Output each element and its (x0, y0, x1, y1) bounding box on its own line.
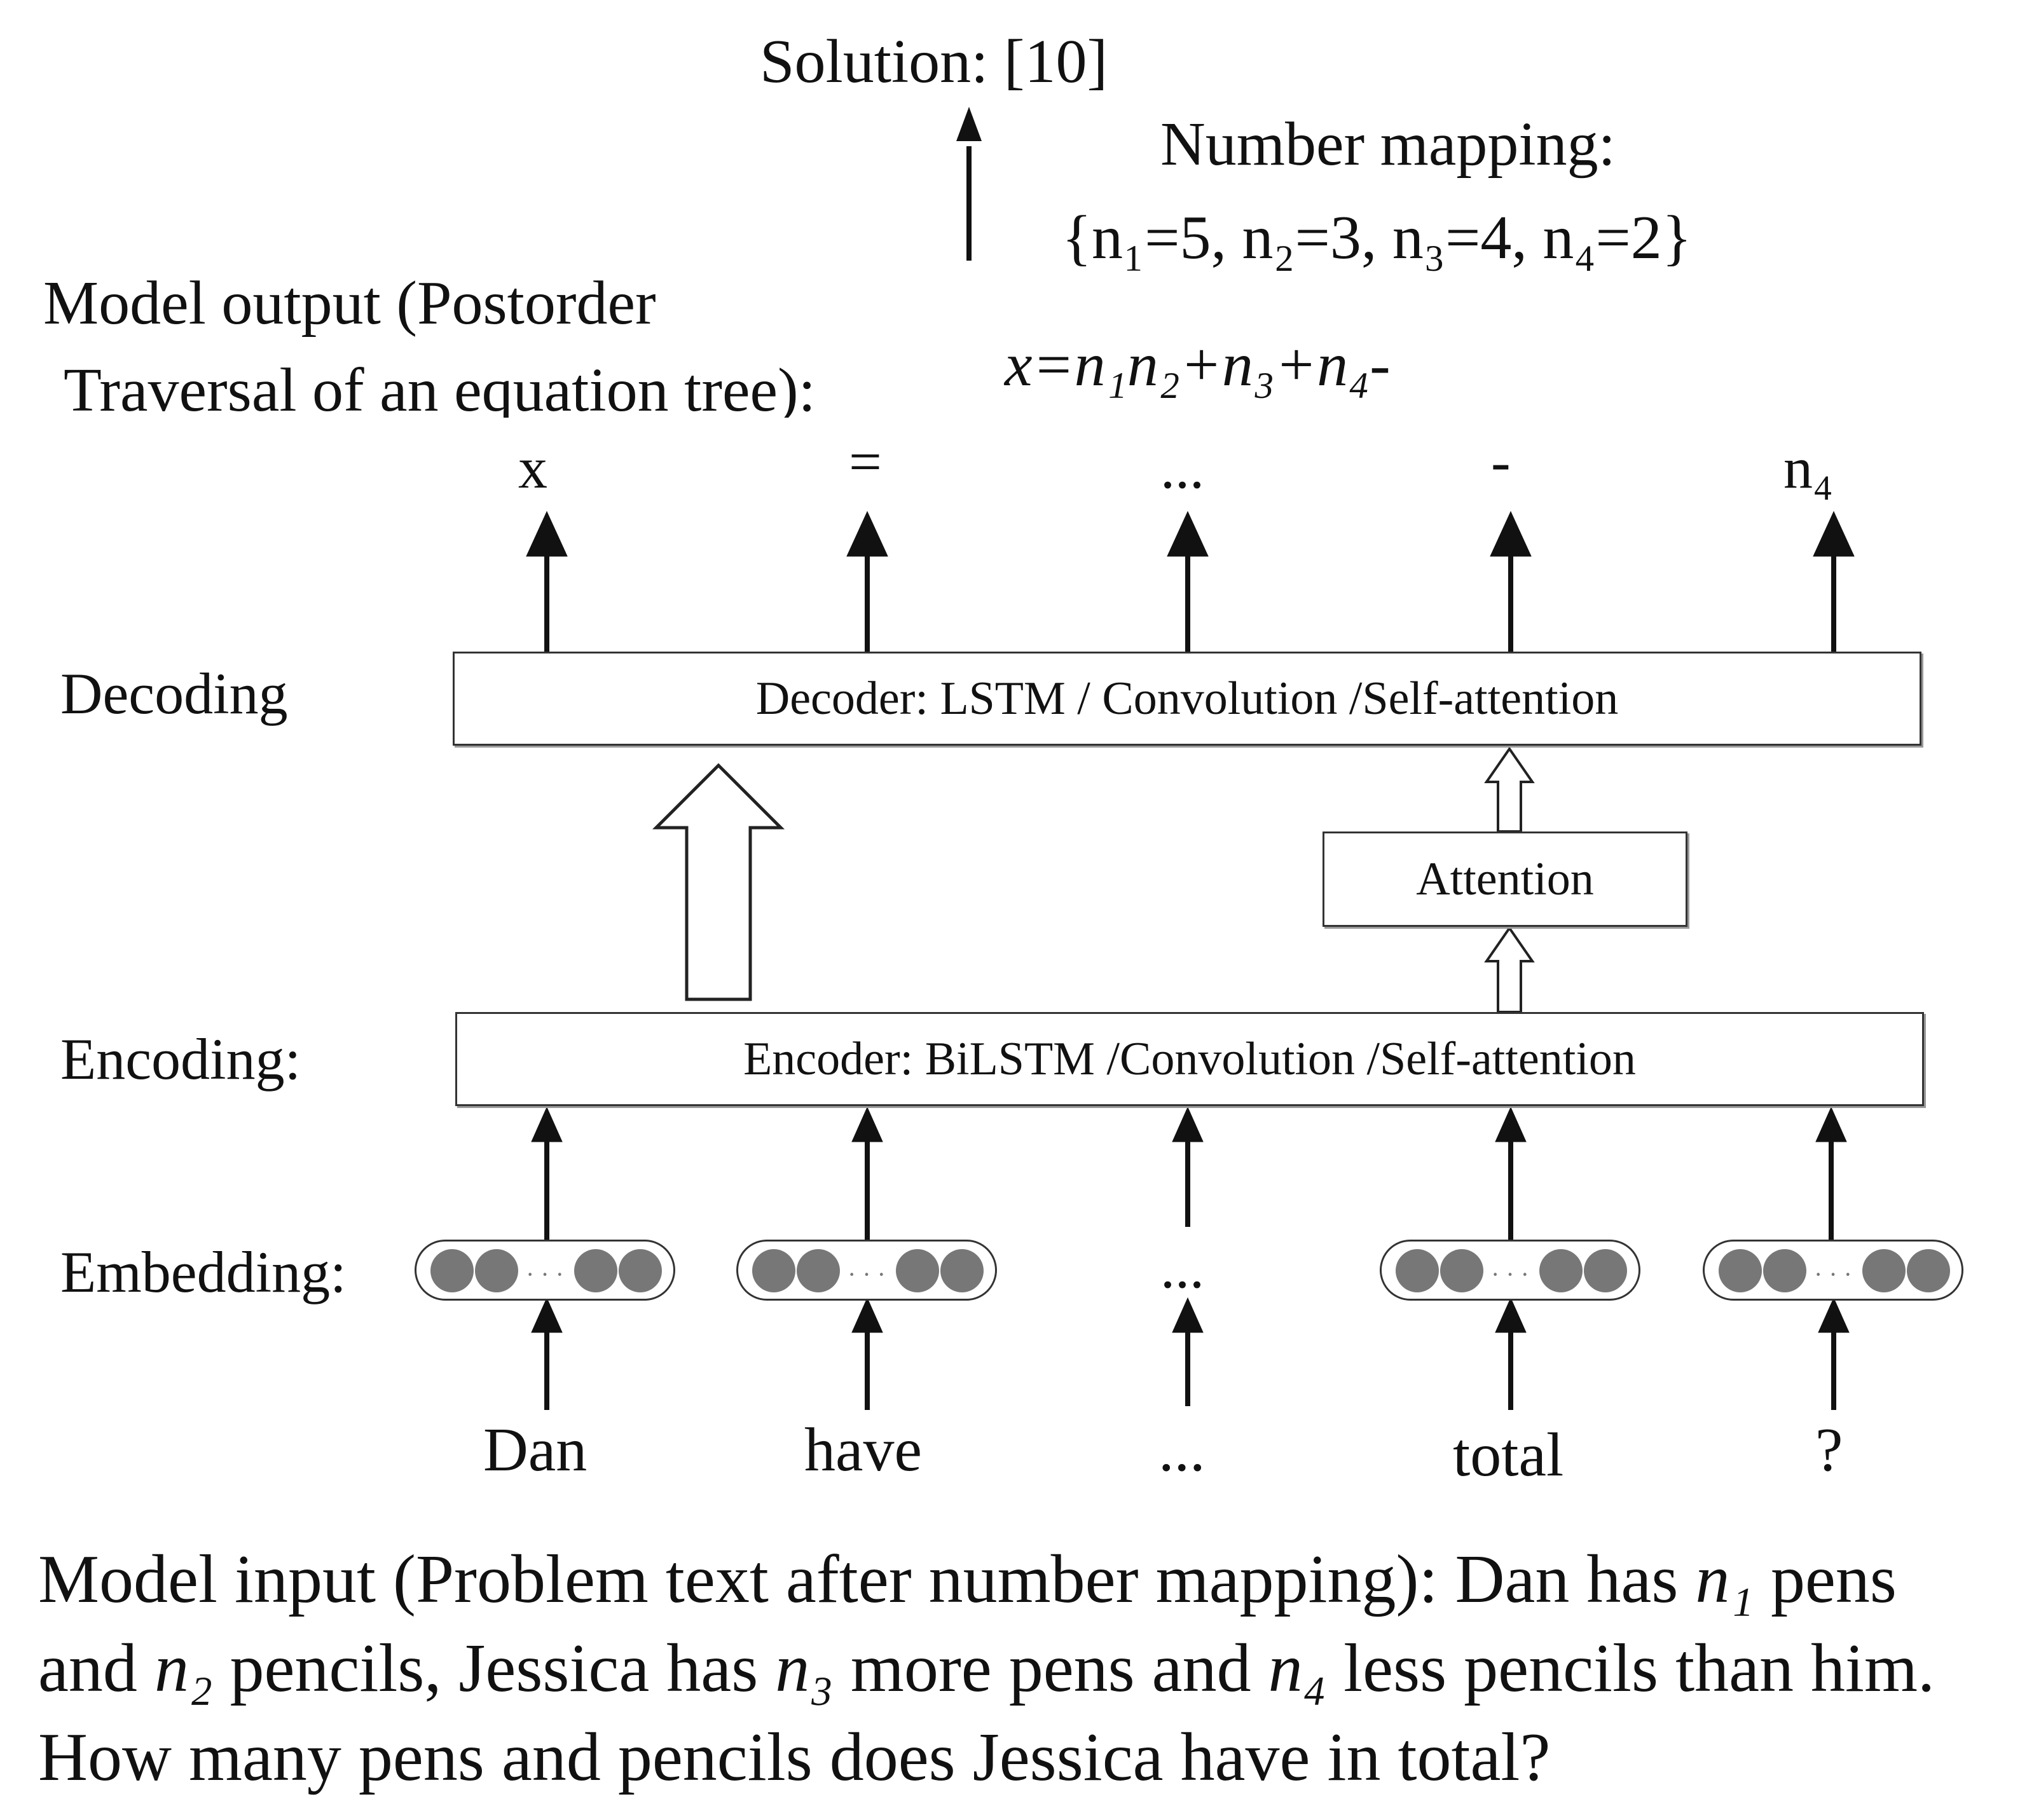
model-input-text: Model input (Problem text after number m… (38, 1535, 1996, 1802)
output-token-x: x (518, 435, 547, 500)
solution-text: Solution: [10] (760, 27, 1108, 96)
embedding-label: Embedding: (60, 1240, 347, 1304)
embedding-vector-have: · · · (736, 1240, 997, 1301)
model-output-label-line2: Traversal of an equation tree): (64, 359, 816, 418)
model-input-n4: n₄ (1268, 1631, 1327, 1706)
embedding-vector-total: · · · (1380, 1240, 1640, 1301)
encoder-to-attention-arrow (1484, 926, 1535, 1013)
model-input-part3: pencils, Jessica has (212, 1631, 776, 1706)
model-input-n2: n₂ (154, 1631, 213, 1706)
number-mapping-values: {n₁=5, n₂=3, n₃=4, n₄=2} (1062, 203, 1692, 272)
input-word-have: have (804, 1416, 922, 1484)
model-input-n1: n₁ (1695, 1542, 1754, 1617)
attention-box: Attention (1323, 831, 1687, 927)
input-word-ellipsis: ... (1158, 1416, 1206, 1484)
embedding-to-encoder-arrows (531, 1106, 1847, 1240)
input-word-total: total (1453, 1421, 1564, 1489)
decoding-label: Decoding (60, 661, 288, 726)
embedding-vector-dan: · · · (415, 1240, 675, 1301)
output-token-ellipsis: ... (1160, 435, 1204, 500)
model-input-n3: n₃ (775, 1631, 834, 1706)
encoder-box: Encoder: BiLSTM /Convolution /Self-atten… (455, 1012, 1924, 1106)
context-hollow-arrow (652, 763, 785, 1001)
input-word-question: ? (1815, 1416, 1843, 1484)
encoding-label: Encoding: (60, 1027, 301, 1091)
attention-to-decoder-arrow (1484, 746, 1535, 833)
embedding-ellipsis: ... (1160, 1235, 1204, 1300)
model-input-part4: more pens and (833, 1631, 1268, 1706)
decoder-box: Decoder: LSTM / Convolution /Self-attent… (453, 652, 1921, 746)
output-token-equals: = (849, 429, 882, 494)
postorder-equation: x=n₁n₂+n₃+n₄- (1005, 331, 1391, 399)
word-to-embedding-arrows (531, 1297, 1850, 1410)
output-token-n4: n₄ (1783, 435, 1834, 500)
number-mapping-label: Number mapping: (1160, 110, 1616, 179)
model-input-part2: pens and (38, 1542, 1897, 1706)
model-input-part5: less pencils than him. How many pens and… (38, 1631, 1935, 1795)
model-output-label-line1: Model output (Postorder (43, 269, 656, 338)
output-token-minus: - (1491, 429, 1511, 494)
model-input-prefix: Model input (Problem text after number m… (38, 1542, 1696, 1617)
embedding-vector-question: · · · (1703, 1240, 1963, 1301)
solution-arrow (956, 107, 982, 261)
input-word-dan: Dan (483, 1416, 587, 1484)
decoder-output-arrows (526, 510, 1855, 652)
